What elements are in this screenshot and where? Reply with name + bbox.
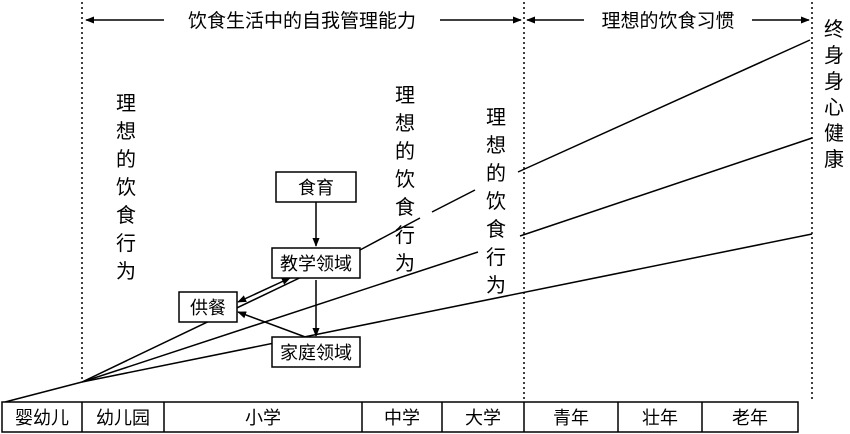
timeline-old-age: 老年 <box>732 408 768 429</box>
timeline-university: 大学 <box>465 408 501 429</box>
box-food-education: 食育 <box>275 171 357 203</box>
line-middle-a <box>81 251 479 383</box>
origin-stem-line <box>4 381 83 403</box>
timeline: 婴幼儿 幼儿园 小学 中学 大学 青年 壮年 老年 <box>1 401 799 433</box>
line-upper-d <box>517 39 811 173</box>
timeline-primary-school: 小学 <box>245 408 281 429</box>
arrow-family-to-meal <box>237 311 309 339</box>
line-middle-b <box>519 137 813 237</box>
timeline-youth: 青年 <box>553 408 589 429</box>
svg-text:家庭领域: 家庭领域 <box>280 343 352 364</box>
box-family-domain: 家庭领域 <box>271 336 361 368</box>
box-teaching-domain: 教学领域 <box>271 247 361 279</box>
svg-text:供餐: 供餐 <box>190 298 226 319</box>
label-ideal-behavior-kindergarten: 理想的饮食行为 <box>116 91 136 283</box>
svg-text:教学领域: 教学领域 <box>280 254 352 275</box>
timeline-middle-school: 中学 <box>384 408 420 429</box>
timeline-kindergarten: 幼儿园 <box>96 408 150 429</box>
label-lifelong-health: 终身身心健康 <box>824 17 844 171</box>
box-meal-supply: 供餐 <box>178 291 238 323</box>
svg-text:食育: 食育 <box>298 178 334 199</box>
arrow-meal-to-teaching <box>237 277 291 303</box>
line-lower <box>81 233 813 383</box>
timeline-frame <box>1 401 799 433</box>
header-ideal-habits-label: 理想的饮食习惯 <box>601 10 734 32</box>
timeline-prime: 壮年 <box>642 408 678 429</box>
line-upper-b <box>359 217 421 251</box>
label-ideal-behavior-primary: 理想的饮食行为 <box>395 83 415 275</box>
label-ideal-behavior-university: 理想的饮食行为 <box>486 105 506 297</box>
header-self-management-label: 饮食生活中的自我管理能力 <box>188 10 416 32</box>
line-upper-c <box>431 189 476 213</box>
timeline-infant: 婴幼儿 <box>15 408 69 429</box>
